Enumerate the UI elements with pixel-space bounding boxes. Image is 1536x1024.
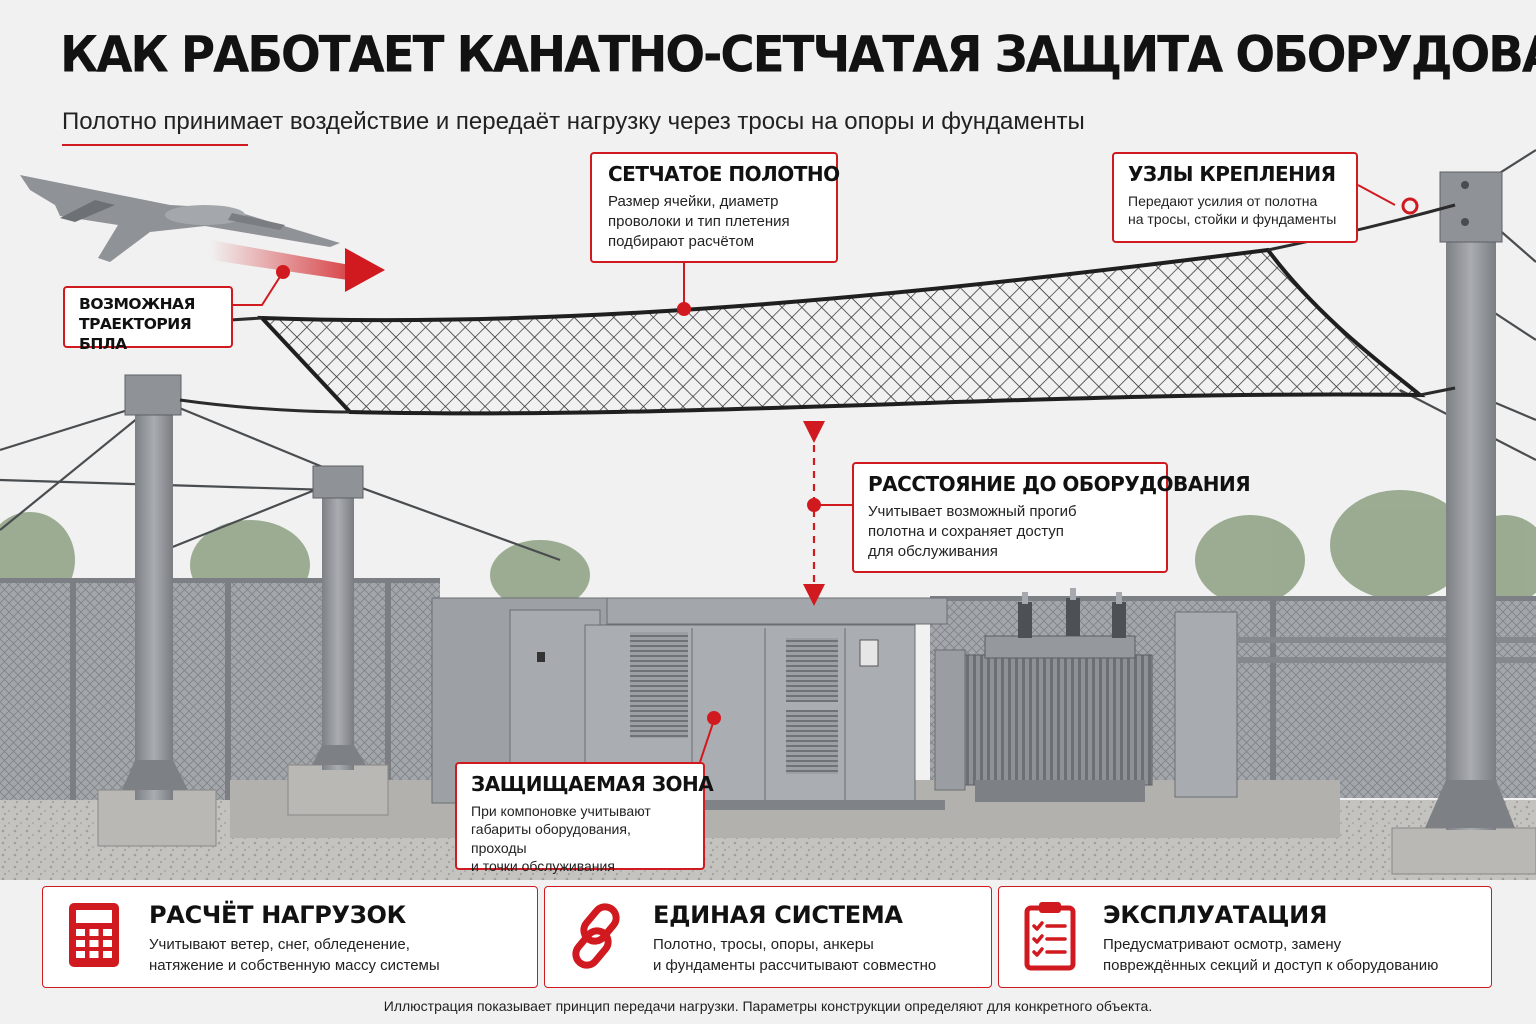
callout-protected-zone-title: ЗАЩИЩАЕМАЯ ЗОНА bbox=[471, 772, 714, 796]
callout-uav-trajectory: ВОЗМОЖНАЯ ТРАЕКТОРИЯ БПЛА bbox=[63, 286, 233, 353]
callout-protected-zone-text: При компоновке учитывают габариты оборуд… bbox=[471, 803, 651, 875]
callout-mesh-net-text: Размер ячейки, диаметр проволоки и тип п… bbox=[608, 193, 790, 250]
chain-link-icon bbox=[572, 903, 620, 969]
callout-leaders bbox=[233, 184, 1419, 763]
callout-uav-trajectory-title: ВОЗМОЖНАЯ ТРАЕКТОРИЯ БПЛА bbox=[79, 295, 195, 354]
title-accent-line bbox=[62, 144, 248, 146]
callout-mesh-net: СЕТЧАТОЕ ПОЛОТНО Размер ячейки, диаметр … bbox=[590, 152, 840, 263]
page-title: КАК РАБОТАЕТ КАНАТНО-СЕТЧАТАЯ ЗАЩИТА ОБО… bbox=[60, 26, 1536, 85]
support-post-middle bbox=[287, 465, 389, 816]
callout-clearance-distance: РАССТОЯНИЕ ДО ОБОРУДОВАНИЯ Учитывает воз… bbox=[852, 462, 1251, 573]
calculator-icon bbox=[69, 903, 119, 967]
mesh-net bbox=[179, 203, 1456, 416]
card-operation: ЭКСПЛУАТАЦИЯ Предусматривают осмотр, зам… bbox=[998, 886, 1492, 988]
card-unified-system-text: Полотно, тросы, опоры, анкеры и фундамен… bbox=[653, 936, 937, 974]
card-operation-text: Предусматривают осмотр, замену повреждён… bbox=[1103, 936, 1439, 974]
clipboard-checklist-icon bbox=[1024, 902, 1076, 971]
card-load-calculation-text: Учитывают ветер, снег, обледенение, натя… bbox=[149, 936, 440, 974]
callout-mesh-net-title: СЕТЧАТОЕ ПОЛОТНО bbox=[608, 162, 840, 186]
callout-mount-nodes-title: УЗЛЫ КРЕПЛЕНИЯ bbox=[1128, 162, 1336, 186]
callout-clearance-distance-text: Учитывает возможный прогиб полотна и сох… bbox=[868, 503, 1077, 560]
page-subtitle: Полотно принимает воздействие и передаёт… bbox=[62, 108, 1085, 135]
callout-protected-zone: ЗАЩИЩАЕМАЯ ЗОНА При компоновке учитывают… bbox=[455, 762, 714, 874]
footnote-disclaimer: Иллюстрация показывает принцип передачи … bbox=[383, 998, 1153, 1014]
callout-clearance-distance-title: РАССТОЯНИЕ ДО ОБОРУДОВАНИЯ bbox=[868, 472, 1251, 496]
card-load-calculation: РАСЧЁТ НАГРУЗОК Учитывают ветер, снег, о… bbox=[42, 886, 538, 988]
card-load-calculation-title: РАСЧЁТ НАГРУЗОК bbox=[149, 901, 406, 929]
trajectory-arrow bbox=[210, 240, 385, 292]
card-unified-system: ЕДИНАЯ СИСТЕМА Полотно, тросы, опоры, ан… bbox=[544, 886, 992, 988]
drone-uav bbox=[20, 175, 340, 262]
support-post-left bbox=[97, 374, 217, 847]
callout-mount-nodes-text: Передают усилия от полотна на тросы, сто… bbox=[1128, 193, 1337, 228]
callout-mount-nodes: УЗЛЫ КРЕПЛЕНИЯ Передают усилия от полотн… bbox=[1112, 152, 1358, 243]
support-post-right bbox=[1391, 171, 1536, 875]
card-operation-title: ЭКСПЛУАТАЦИЯ bbox=[1103, 901, 1328, 929]
card-unified-system-title: ЕДИНАЯ СИСТЕМА bbox=[653, 901, 903, 929]
